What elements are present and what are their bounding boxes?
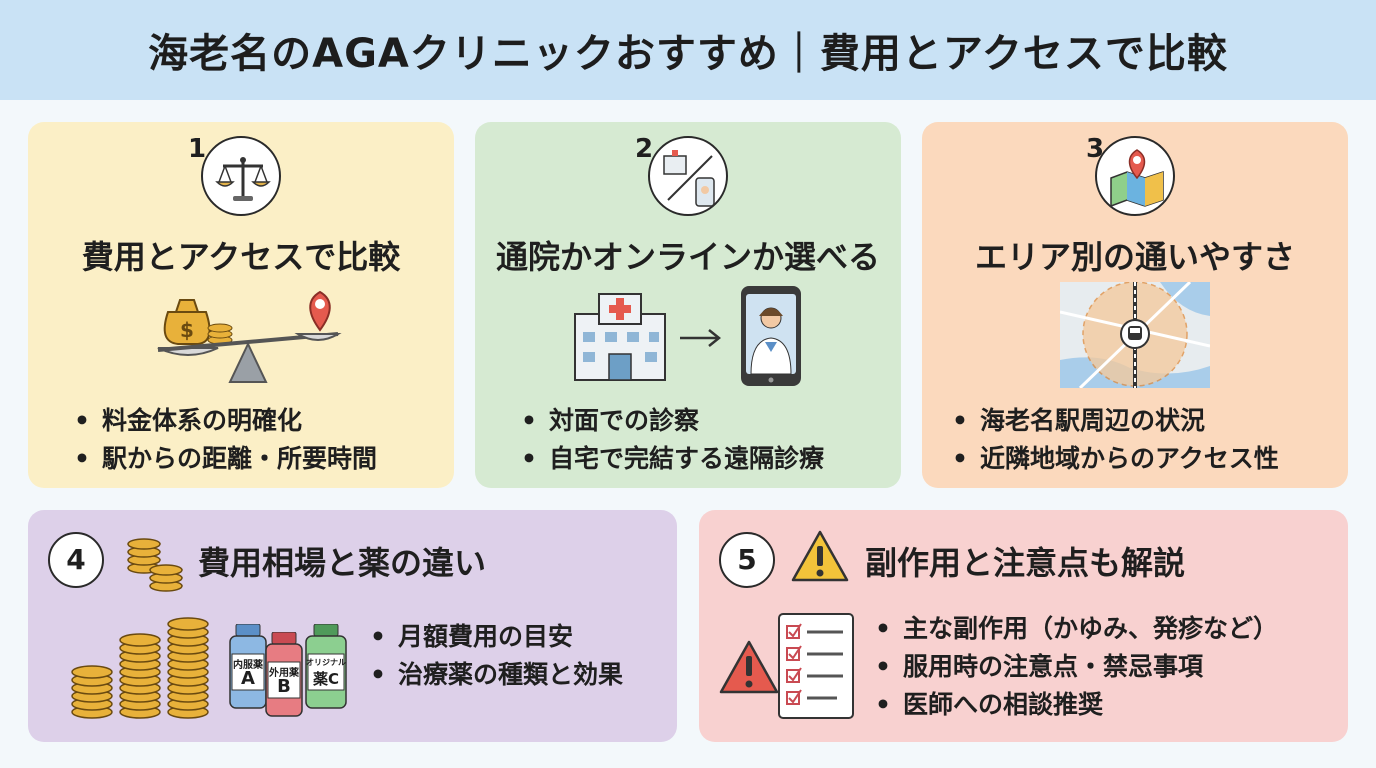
- card-area-accessibility: 3 エリア別の通いやすさ 海老名駅周辺の状況 近隣地域からのアクセス性: [922, 122, 1348, 488]
- page-title: 海老名のAGAクリニックおすすめ｜費用とアクセスで比較: [148, 31, 1228, 77]
- medicine-bottle-a: 内服薬 A: [228, 624, 268, 710]
- card-title: 通院かオンラインか選べる: [495, 238, 880, 276]
- card-title: 副作用と注意点も解説: [865, 544, 1186, 582]
- map-pin-icon: [1095, 136, 1175, 216]
- station-area-map-illustration: [1060, 282, 1210, 388]
- bullet-list: 海老名駅周辺の状況 近隣地域からのアクセス性: [952, 402, 1279, 478]
- card-number: 1: [188, 134, 207, 164]
- coin-stack-icon: [127, 538, 183, 592]
- bullet-list: 月額費用の目安 治療薬の種類と効果: [370, 618, 623, 694]
- medicine-bottle-c: オリジナル 薬C: [304, 624, 348, 710]
- card-visit-or-online: 2 通院かオンラインか選べる 対面での: [475, 122, 901, 488]
- card-cost-and-medicine: 4 費用相場と薬の違い: [28, 510, 677, 742]
- list-item: 服用時の注意点・禁忌事項: [875, 648, 1278, 686]
- bottle-label: 内服薬: [233, 660, 263, 671]
- bullet-list: 対面での診察 自宅で完結する遠隔診療: [521, 402, 824, 478]
- balance-scale-icon: [201, 136, 281, 216]
- warning-icon: [791, 530, 849, 582]
- bottle-label: 外用薬: [269, 668, 299, 679]
- card-side-effects: 5 副作用と注意点も解説 主な副作用（かゆみ、発疹など） 服用時の注意点・禁忌事…: [699, 510, 1348, 742]
- medicine-bottle-b: 外用薬 B: [264, 632, 304, 718]
- list-item: 治療薬の種類と効果: [370, 656, 623, 694]
- card-number: 2: [635, 134, 654, 164]
- card-cost-access: 1 費用とアクセスで比較 $ 料金体系の: [28, 122, 454, 488]
- bottle-letter: A: [241, 668, 255, 689]
- clinic-or-phone-icon: [648, 136, 728, 216]
- list-item: 駅からの距離・所要時間: [74, 440, 377, 478]
- list-item: 自宅で完結する遠隔診療: [521, 440, 824, 478]
- bottle-letter: B: [277, 676, 291, 697]
- list-item: 近隣地域からのアクセス性: [952, 440, 1279, 478]
- bottle-label: オリジナル: [306, 658, 346, 667]
- card-number: 5: [719, 532, 775, 588]
- bullet-list: 料金体系の明確化 駅からの距離・所要時間: [74, 402, 377, 478]
- list-item: 海老名駅周辺の状況: [952, 402, 1279, 440]
- list-item: 主な副作用（かゆみ、発疹など）: [875, 610, 1278, 648]
- card-title: 費用とアクセスで比較: [81, 238, 401, 276]
- header-banner: 海老名のAGAクリニックおすすめ｜費用とアクセスで比較: [0, 0, 1376, 100]
- card-title: 費用相場と薬の違い: [198, 544, 487, 582]
- bullet-list: 主な副作用（かゆみ、発疹など） 服用時の注意点・禁忌事項 医師への相談推奨: [875, 610, 1278, 724]
- list-item: 対面での診察: [521, 402, 824, 440]
- list-item: 料金体系の明確化: [74, 402, 377, 440]
- bottle-letter: 薬C: [312, 670, 339, 688]
- list-item: 医師への相談推奨: [875, 686, 1278, 724]
- card-number: 4: [48, 532, 104, 588]
- card-title: エリア別の通いやすさ: [974, 238, 1295, 276]
- cost-access-balance-illustration: $: [157, 290, 342, 383]
- list-item: 月額費用の目安: [370, 618, 623, 656]
- coin-stacks-illustration: [71, 617, 209, 719]
- clinic-to-online-illustration: [574, 286, 801, 386]
- svg-text:$: $: [180, 318, 194, 342]
- checklist-warning-illustration: [719, 613, 854, 719]
